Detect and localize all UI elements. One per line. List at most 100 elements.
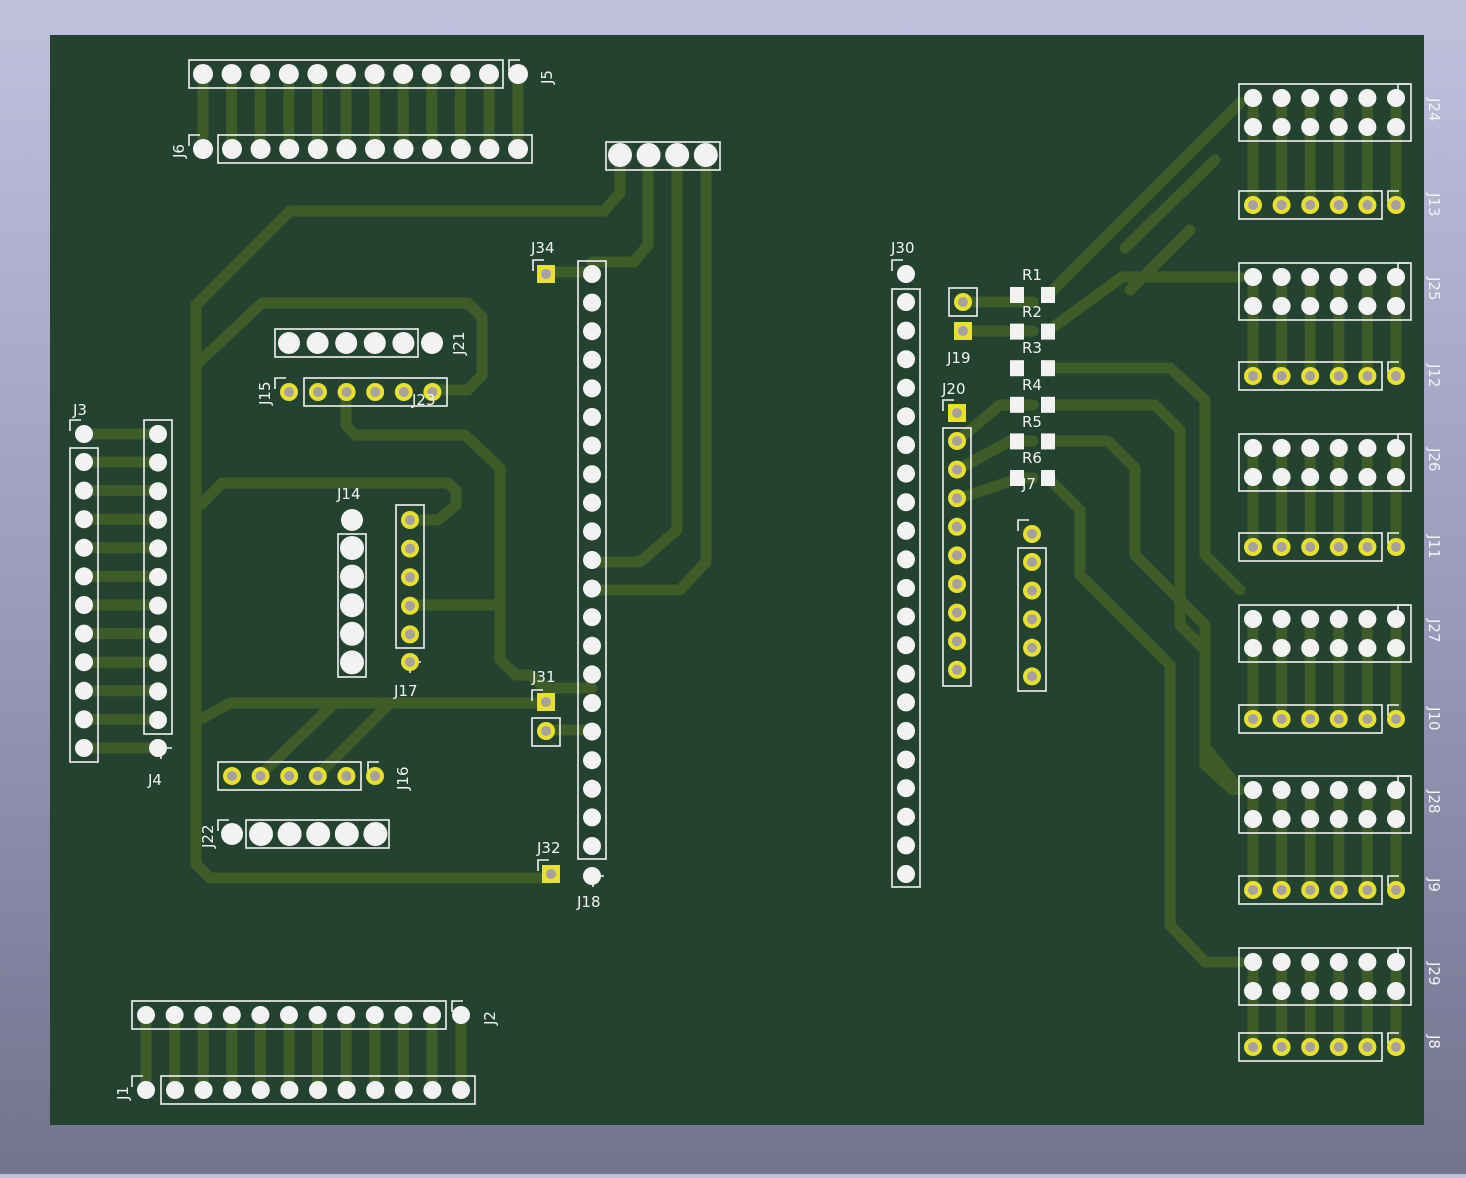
pad: [1272, 982, 1291, 1000]
pad: [1244, 268, 1262, 286]
silk-outline: [274, 328, 419, 358]
smd-pad: [1041, 360, 1055, 377]
pad: [309, 1081, 327, 1099]
ref-r1: R1: [1022, 266, 1042, 284]
pad: [280, 1081, 299, 1099]
silk-outline: [1238, 532, 1383, 562]
pad: [1358, 118, 1377, 136]
pad: [1301, 982, 1320, 1000]
silk-outline: [948, 287, 978, 317]
pad: [1329, 781, 1348, 799]
pad: [583, 722, 601, 741]
drill-hole: [1248, 714, 1258, 724]
pad: [307, 64, 328, 84]
pad: [450, 64, 471, 84]
pad: [1301, 268, 1320, 286]
drill-hole: [1333, 1042, 1344, 1052]
pad: [423, 1006, 441, 1024]
drill-hole: [1305, 1042, 1316, 1052]
ref-j4: J4: [147, 771, 162, 789]
drill-hole: [1248, 542, 1258, 552]
pad: [1244, 810, 1262, 828]
drill-hole: [405, 515, 415, 525]
drill-hole: [952, 464, 962, 475]
pad: [1387, 639, 1405, 657]
pad: [1301, 468, 1320, 486]
pad: [1244, 781, 1262, 799]
drill-hole: [1248, 885, 1258, 895]
pad: [1329, 610, 1348, 628]
ref-j1: J1: [114, 1086, 132, 1101]
drill-hole: [1027, 614, 1037, 625]
drill-hole: [1027, 642, 1037, 653]
pad: [280, 1006, 298, 1024]
pad: [149, 482, 167, 501]
pad: [1358, 639, 1377, 657]
drill-hole: [1391, 542, 1401, 552]
pad: [423, 1081, 442, 1099]
pad: [1329, 268, 1348, 286]
pad: [75, 481, 93, 500]
drill-hole: [1248, 200, 1258, 210]
pad: [1272, 639, 1291, 657]
pad: [193, 139, 213, 159]
pad: [1329, 118, 1348, 136]
ref-j19: J19: [946, 349, 971, 367]
pad: [1387, 781, 1405, 799]
drill-hole: [1027, 529, 1037, 539]
pad: [249, 822, 273, 846]
pad: [897, 493, 915, 512]
pad: [75, 739, 93, 757]
pad: [394, 1081, 413, 1099]
copper-track: [197, 697, 552, 724]
pad: [363, 822, 388, 846]
pad: [583, 551, 601, 569]
pad: [583, 322, 601, 341]
pad: [897, 579, 915, 597]
ref-j12: J12: [1425, 363, 1443, 388]
pad: [1244, 297, 1262, 315]
silk-outline: [1238, 947, 1412, 1006]
smd-pad: [1041, 396, 1055, 413]
copper-track: [196, 477, 462, 526]
pad: [608, 143, 632, 167]
drill-hole: [1276, 885, 1287, 895]
pad: [223, 1081, 242, 1099]
smd-pad: [1010, 287, 1024, 303]
pad: [1301, 610, 1320, 628]
copper-track: [586, 149, 654, 268]
pad: [306, 822, 331, 846]
pad: [279, 139, 300, 159]
pad: [583, 265, 601, 283]
pad: [75, 425, 93, 443]
pad: [1272, 439, 1291, 457]
ref-j3: J3: [72, 401, 87, 419]
copper-track: [340, 386, 598, 694]
drill-hole: [1027, 585, 1037, 596]
pad: [1387, 297, 1405, 315]
pin1-marker: [537, 859, 549, 871]
pad: [422, 139, 443, 159]
drill-hole: [313, 387, 323, 397]
silk-outline: [303, 377, 448, 407]
pad: [1272, 89, 1291, 107]
drill-hole: [405, 657, 415, 667]
pin1-marker: [69, 419, 81, 431]
pin1-marker: [451, 1000, 463, 1012]
pad: [897, 607, 915, 626]
pad: [337, 1006, 356, 1024]
drill-hole: [952, 521, 962, 532]
ref-j10: J10: [1425, 706, 1443, 731]
pad: [335, 332, 358, 354]
pad: [1387, 118, 1405, 136]
ref-j18: J18: [576, 893, 601, 911]
drill-hole: [1333, 885, 1344, 895]
silk-outline: [891, 288, 921, 888]
pin1-marker: [1387, 1032, 1399, 1044]
silk-outline: [1017, 547, 1047, 692]
drill-hole: [405, 629, 415, 640]
pad: [1358, 468, 1377, 486]
drill-hole: [952, 408, 962, 418]
pin1-marker: [188, 134, 200, 146]
